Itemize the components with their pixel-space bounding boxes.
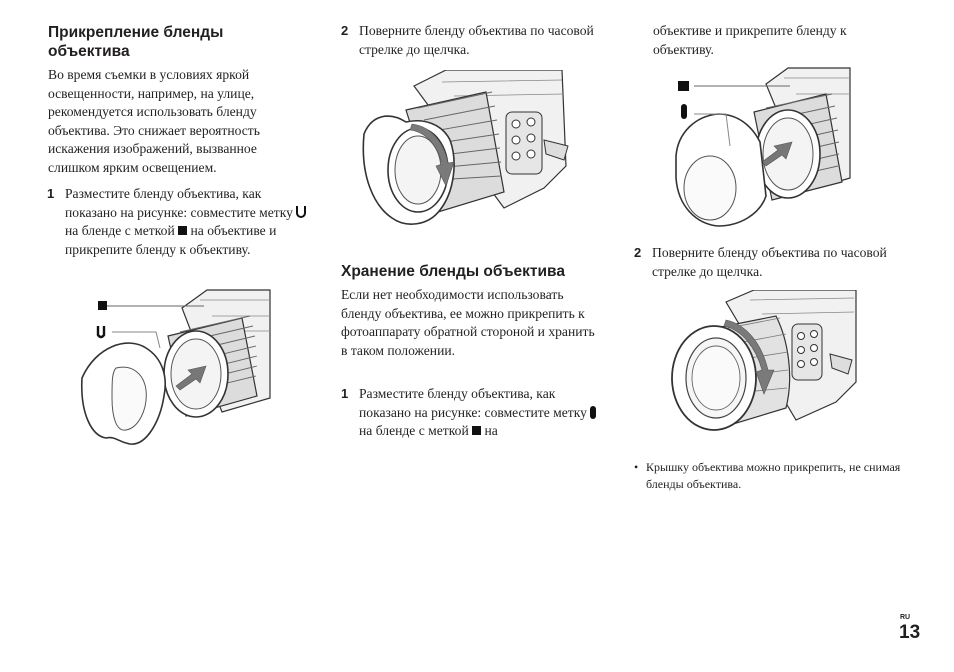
step-text: Поверните бленду объектива по часовой ст… <box>652 245 887 279</box>
square-mark-icon <box>472 426 482 436</box>
step-number: 1 <box>341 386 349 401</box>
bullet: • <box>634 460 639 474</box>
step-1-storage-continued: объективе и прикрепите бленду к объектив… <box>653 23 847 57</box>
step-2-attach: 2 Поверните бленду объектива по часовой … <box>341 22 601 59</box>
step-text: Разместите бленду объектива, как показан… <box>359 385 605 441</box>
figure-rotate-hood <box>362 70 569 225</box>
note-lens-cap: • Крышку объектива можно прикрепить, не … <box>634 459 904 493</box>
intro-storage: Если нет необходимости использовать блен… <box>341 287 595 358</box>
step-number: 1 <box>47 186 55 201</box>
u-mark-icon <box>296 205 307 218</box>
section-heading-storage: Хранение бленды объектива <box>341 263 566 280</box>
page-number: 13 <box>899 622 921 643</box>
step-2-storage: 2 Поверните бленду объектива по часовой … <box>634 244 896 281</box>
step-1-storage: 1 Разместите бленду объектива, как показ… <box>341 385 605 441</box>
step-1-attach: 1 Разместите бленду объектива, как показ… <box>47 185 309 259</box>
step-number: 2 <box>634 245 642 260</box>
step-text: Разместите бленду объектива, как показан… <box>65 185 309 259</box>
figure-attach-hood <box>81 289 271 445</box>
language-code: RU <box>900 614 911 621</box>
square-mark-icon <box>178 226 188 236</box>
figure-reverse-hood <box>675 67 851 227</box>
step-text: Поверните бленду объектива по часовой ст… <box>359 23 594 57</box>
section-heading-attach: Прикрепление бленды объектива <box>48 24 224 60</box>
figure-rotate-reversed-hood <box>671 290 857 431</box>
note-text: Крышку объектива можно прикрепить, не сн… <box>646 460 901 491</box>
step-number: 2 <box>341 23 349 38</box>
oval-mark-icon <box>590 405 597 419</box>
intro-attach: Во время съемки в условиях яркой освещен… <box>48 67 260 175</box>
